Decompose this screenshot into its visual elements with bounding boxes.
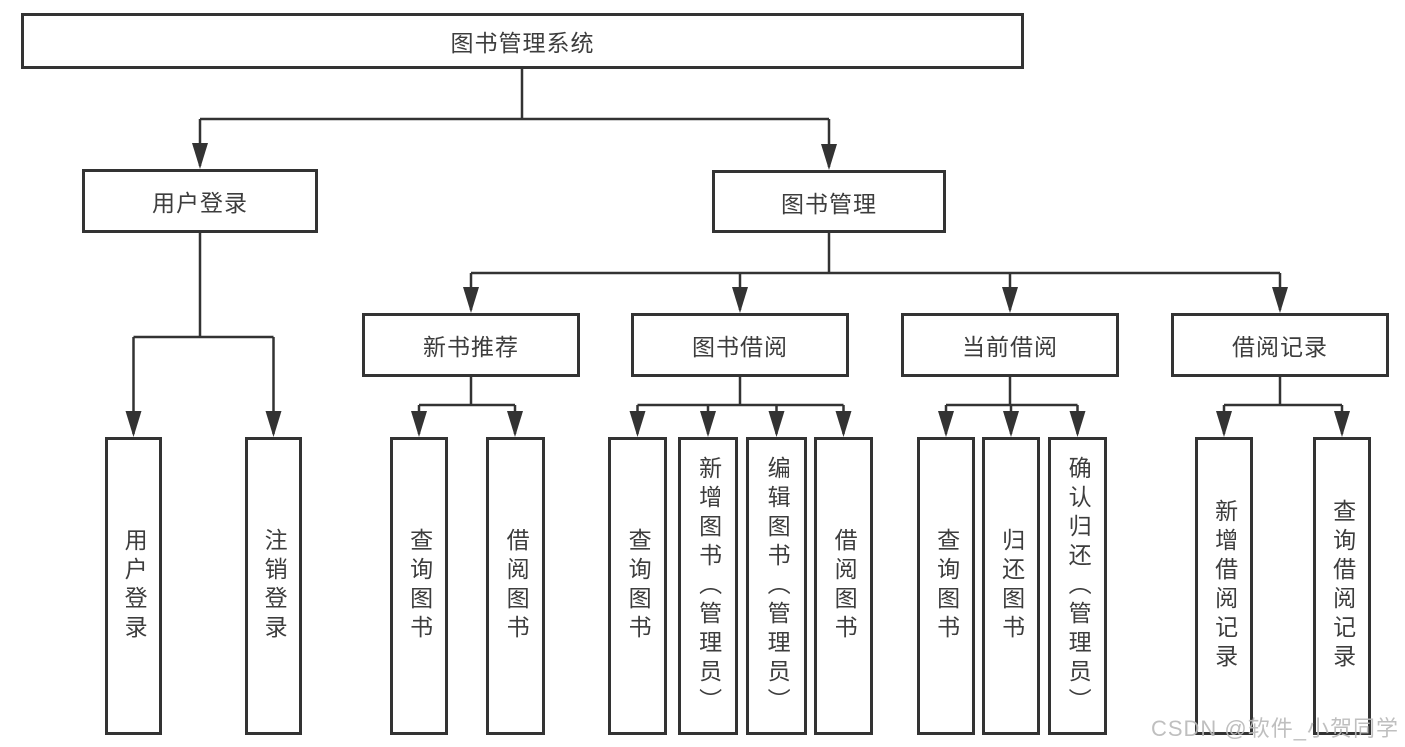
node-label: 注销登录 xyxy=(261,528,288,644)
arrowhead-icon xyxy=(700,411,716,437)
arrowhead-icon xyxy=(629,411,646,437)
leaf-edit-books-admin: 编辑图书（管理员） xyxy=(746,437,807,735)
connector-book-borrow-to-leaves xyxy=(629,377,852,437)
connector-book-management-to-level3 xyxy=(463,233,1288,313)
node-label: 借阅记录 xyxy=(1232,334,1328,360)
node-label: 用户登录 xyxy=(152,190,248,216)
node-label: 图书管理系统 xyxy=(450,30,595,56)
arrowhead-icon xyxy=(265,411,282,437)
arrowhead-icon xyxy=(463,287,479,313)
arrowhead-icon xyxy=(411,411,427,437)
node-current-borrow: 当前借阅 xyxy=(901,313,1119,377)
connector-user-login-to-leaves xyxy=(125,233,282,437)
node-label: 图书借阅 xyxy=(692,334,788,360)
arrowhead-icon xyxy=(192,143,208,169)
node-label: 查询图书 xyxy=(625,528,652,644)
arrowhead-icon xyxy=(1272,287,1288,313)
node-label: 用户登录 xyxy=(121,528,148,644)
leaf-add-borrow-record: 新增借阅记录 xyxy=(1195,437,1253,735)
leaf-borrow-books-2: 借阅图书 xyxy=(814,437,873,735)
node-label: 当前借阅 xyxy=(962,334,1058,360)
node-borrow-record: 借阅记录 xyxy=(1171,313,1389,377)
connector-borrow-record-to-leaves xyxy=(1216,377,1350,437)
node-label: 确认归还（管理员） xyxy=(1065,455,1092,717)
leaf-query-borrow-record: 查询借阅记录 xyxy=(1313,437,1371,735)
leaf-return-books: 归还图书 xyxy=(982,437,1040,735)
connector-current-borrow-to-leaves xyxy=(938,377,1086,437)
arrowhead-icon xyxy=(1069,411,1086,437)
arrowhead-icon xyxy=(835,411,852,437)
node-label: 借阅图书 xyxy=(503,528,530,644)
arrowhead-icon xyxy=(821,144,837,170)
arrowhead-icon xyxy=(1334,411,1350,437)
node-label: 查询图书 xyxy=(933,528,960,644)
leaf-borrow-books-1: 借阅图书 xyxy=(486,437,545,735)
node-user-login: 用户登录 xyxy=(82,169,318,233)
leaf-query-books-1: 查询图书 xyxy=(390,437,448,735)
node-label: 图书管理 xyxy=(781,190,877,217)
node-label: 归还图书 xyxy=(998,528,1025,644)
leaf-confirm-return-admin: 确认归还（管理员） xyxy=(1048,437,1107,735)
node-label: 新增借阅记录 xyxy=(1211,499,1238,673)
node-label: 新增图书（管理员） xyxy=(695,455,722,717)
node-new-book-recommend: 新书推荐 xyxy=(362,313,580,377)
connector-root-to-level2 xyxy=(192,69,837,170)
arrowhead-icon xyxy=(1003,411,1019,437)
node-root-library-system: 图书管理系统 xyxy=(21,13,1024,69)
leaf-add-books-admin: 新增图书（管理员） xyxy=(678,437,738,735)
arrowhead-icon xyxy=(732,287,748,313)
node-label: 查询图书 xyxy=(406,528,433,644)
arrowhead-icon xyxy=(1216,411,1232,437)
arrowhead-icon xyxy=(938,411,954,437)
arrowhead-icon xyxy=(125,411,142,437)
leaf-query-books-2: 查询图书 xyxy=(608,437,667,735)
arrowhead-icon xyxy=(768,411,785,437)
node-book-management: 图书管理 xyxy=(712,170,946,233)
node-label: 新书推荐 xyxy=(423,334,519,360)
arrowhead-icon xyxy=(507,411,523,437)
node-label: 编辑图书（管理员） xyxy=(764,455,791,717)
csdn-watermark: CSDN @软件_小贺同学 xyxy=(1150,716,1399,741)
leaf-query-books-3: 查询图书 xyxy=(917,437,975,735)
arrowhead-icon xyxy=(1002,287,1018,313)
connector-new-book-to-leaves xyxy=(411,377,523,437)
node-label: 查询借阅记录 xyxy=(1329,499,1356,673)
leaf-user-login: 用户登录 xyxy=(105,437,162,735)
node-book-borrow: 图书借阅 xyxy=(631,313,849,377)
node-label: 借阅图书 xyxy=(831,528,858,644)
leaf-logout: 注销登录 xyxy=(245,437,302,735)
